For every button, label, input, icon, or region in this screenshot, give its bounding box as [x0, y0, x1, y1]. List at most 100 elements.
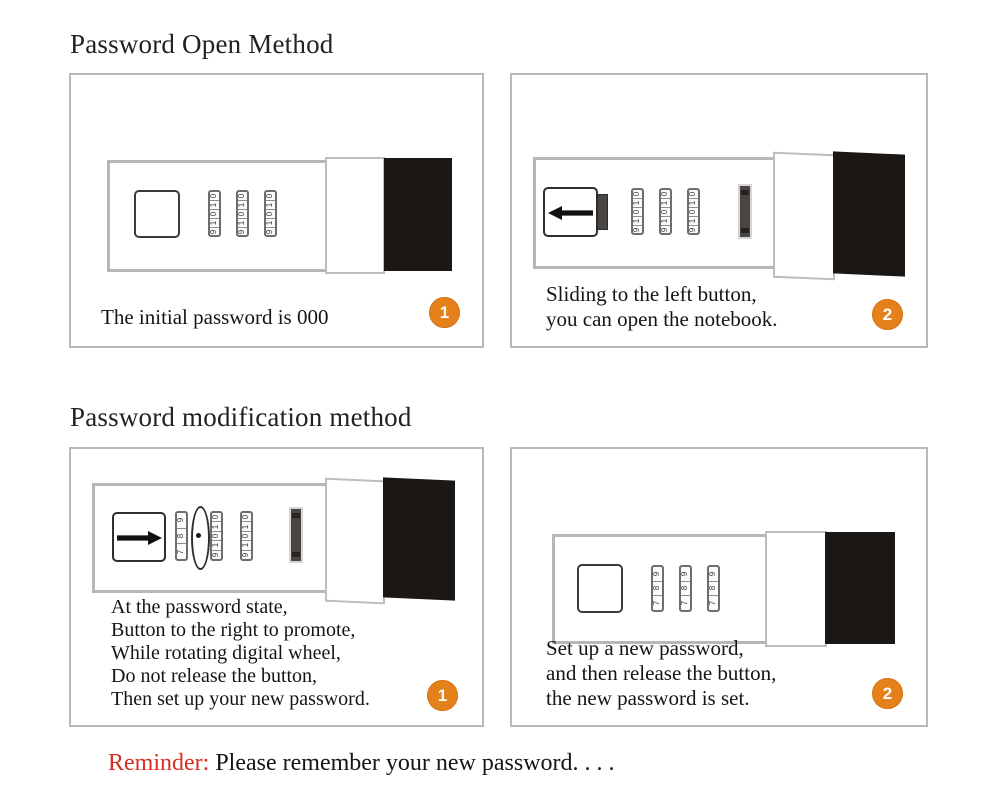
- wheel-separator: [709, 580, 718, 582]
- lock-push-button[interactable]: [134, 190, 180, 238]
- wheel-digit: 0: [688, 209, 698, 215]
- wheel-digit: 9: [708, 571, 718, 577]
- lock-push-button[interactable]: [543, 187, 598, 237]
- lock-push-button[interactable]: [112, 512, 166, 562]
- caption-line: and then release the button,: [546, 661, 777, 685]
- digit-wheel-1[interactable]: 0 1 0 1 9: [208, 190, 221, 237]
- wheel-digit: 0: [241, 514, 251, 520]
- panel-step-3: 9 8 7 0 1 0 1 9 0 1: [69, 447, 484, 727]
- panel-step-4: 9 8 7 9 8 7 9 8 7 Set up a n: [510, 447, 928, 727]
- wheel-separator: [266, 227, 275, 228]
- lock-slider[interactable]: [289, 507, 303, 563]
- notebook-cover: [833, 151, 905, 277]
- wheel-separator: [212, 549, 221, 551]
- wheel-digit: 1: [237, 202, 247, 208]
- wheel-digit: 1: [660, 200, 670, 206]
- panel-step-2: 0 1 0 1 9 0 1 0 1 9: [510, 73, 928, 348]
- lock-flap: [773, 151, 835, 281]
- notebook-cover: [825, 532, 895, 644]
- wheel-digit: 7: [176, 549, 186, 554]
- caption-line: you can open the notebook.: [546, 307, 778, 331]
- wheel-digit: 1: [241, 543, 251, 548]
- digit-wheel-2[interactable]: 9 8 7: [679, 565, 692, 612]
- wheel-digit: 0: [265, 193, 275, 199]
- wheel-separator: [210, 209, 219, 210]
- lock-illustration-4: 9 8 7 9 8 7 9 8 7: [552, 529, 902, 649]
- panel-caption-2: Sliding to the left button, you can open…: [530, 282, 926, 332]
- digit-wheel-3[interactable]: 9 8 7: [707, 565, 720, 612]
- wheel-separator: [242, 549, 251, 551]
- wheel-digit: 9: [265, 229, 275, 235]
- digit-wheel-2[interactable]: 0 1 0 1 9: [659, 188, 672, 235]
- digit-wheel-3[interactable]: 0 1 0 1 9: [240, 511, 253, 561]
- step-badge-1: 1: [429, 297, 460, 328]
- wheel-separator: [210, 227, 219, 228]
- wheel-separator: [661, 207, 670, 208]
- wheel-separator: [681, 595, 690, 597]
- wheel-separator: [238, 200, 247, 201]
- rotation-indicator-icon: [191, 506, 210, 570]
- wheel-separator: [661, 225, 670, 226]
- reminder-note: Reminder: Please remember your new passw…: [108, 750, 615, 777]
- lock-flap: [765, 531, 827, 647]
- wheel-digit: 0: [688, 191, 698, 197]
- wheel-digit: 0: [632, 209, 642, 215]
- wheel-digit: 1: [688, 200, 698, 206]
- wheel-digit: 1: [265, 220, 275, 226]
- step-badge-3: 1: [427, 680, 458, 711]
- step-badge-4: 2: [872, 678, 903, 709]
- wheel-separator: [653, 595, 662, 597]
- lock-button-tab: [597, 194, 608, 230]
- arrow-left-icon: [548, 206, 593, 220]
- wheel-digit: 9: [652, 571, 662, 577]
- section-title-password-modification-method: Password modification method: [70, 402, 412, 432]
- wheel-digit: 8: [176, 533, 186, 539]
- wheel-digit: 0: [211, 533, 221, 539]
- caption-line: Button to the right to promote,: [111, 619, 356, 641]
- wheel-separator: [653, 580, 662, 582]
- wheel-digit: 9: [176, 518, 186, 523]
- wheel-separator: [689, 207, 698, 208]
- wheel-digit: 9: [237, 229, 247, 235]
- digit-wheel-3[interactable]: 0 1 0 1 9: [264, 190, 277, 237]
- wheel-separator: [661, 216, 670, 217]
- wheel-digit: 0: [209, 211, 219, 217]
- notebook-cover: [384, 158, 452, 271]
- wheel-digit: 0: [237, 211, 247, 217]
- digit-wheel-2[interactable]: 0 1 0 1 9: [210, 511, 223, 561]
- reminder-label: Reminder:: [108, 750, 210, 776]
- caption-line: the new password is set.: [546, 686, 750, 710]
- wheel-digit: 1: [211, 524, 221, 529]
- section-title-password-open-method: Password Open Method: [70, 29, 334, 59]
- arrow-right-icon: [117, 531, 162, 545]
- wheel-separator: [238, 209, 247, 210]
- lock-illustration-3: 9 8 7 0 1 0 1 9 0 1: [92, 477, 467, 607]
- wheel-separator: [210, 200, 219, 201]
- wheel-digit: 0: [241, 533, 251, 539]
- wheel-digit: 1: [265, 202, 275, 208]
- digit-wheel-1[interactable]: 9 8 7: [175, 511, 188, 561]
- digit-wheel-1[interactable]: 9 8 7: [651, 565, 664, 612]
- wheel-digit: 1: [237, 220, 247, 226]
- digit-wheel-1[interactable]: 0 1 0 1 9: [631, 188, 644, 235]
- wheel-digit: 1: [688, 218, 698, 224]
- wheel-digit: 0: [632, 191, 642, 197]
- caption-line: While rotating digital wheel,: [111, 642, 341, 664]
- reminder-text: Please remember your new password. . . .: [209, 750, 615, 776]
- lock-flap: [325, 477, 385, 605]
- lock-push-button[interactable]: [577, 564, 623, 613]
- wheel-separator: [633, 198, 642, 199]
- wheel-digit: 7: [652, 600, 662, 606]
- wheel-digit: 0: [209, 193, 219, 199]
- caption-line: At the password state,: [111, 596, 288, 618]
- wheel-digit: 1: [660, 218, 670, 224]
- wheel-separator: [661, 198, 670, 199]
- lock-slider[interactable]: [738, 184, 752, 239]
- digit-wheel-3[interactable]: 0 1 0 1 9: [687, 188, 700, 235]
- lock-illustration-1: 0 1 0 1 9 0 1 0 1 9: [107, 153, 452, 278]
- wheel-separator: [633, 207, 642, 208]
- digit-wheel-2[interactable]: 0 1 0 1 9: [236, 190, 249, 237]
- wheel-separator: [633, 216, 642, 217]
- wheel-separator: [266, 209, 275, 210]
